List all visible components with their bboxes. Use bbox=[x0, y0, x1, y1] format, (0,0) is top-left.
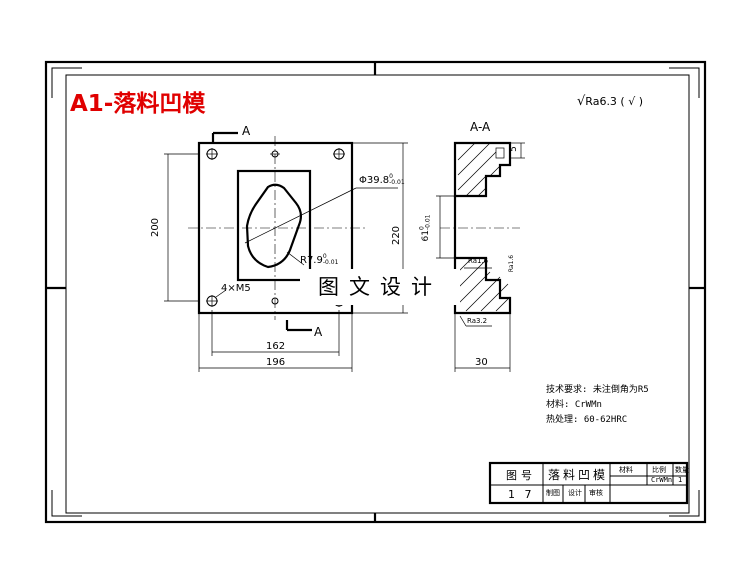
dim-radius-tol-upper: 0 bbox=[322, 253, 327, 260]
surface-finish-text: Ra6.3 ( √ ) bbox=[585, 95, 644, 108]
note-line: 材料: CrWMn bbox=[546, 400, 602, 410]
title-block-grid bbox=[488, 461, 689, 505]
dim-61-value: 61 bbox=[420, 230, 431, 242]
dim-30: 30 bbox=[475, 357, 488, 368]
dim-screws: 4×M5 bbox=[221, 283, 251, 294]
tb-design-label: 设计 bbox=[568, 489, 582, 497]
dim-196: 196 bbox=[266, 357, 286, 368]
tb-material-label: 材料 bbox=[619, 466, 633, 474]
dim-162: 162 bbox=[266, 341, 286, 352]
section-mark-bottom: A bbox=[314, 325, 323, 339]
dim-hole-tol-upper: 0 bbox=[389, 173, 393, 180]
dim-61: 61 0 -0.01 bbox=[418, 214, 432, 242]
dim-radius: R7.9 0 -0.01 bbox=[300, 253, 339, 267]
dim-61-tol-lower: -0.01 bbox=[424, 214, 432, 231]
note-line: 热处理: 60-62HRC bbox=[546, 415, 628, 425]
dim-200: 200 bbox=[150, 217, 162, 238]
corner-mark-bl bbox=[51, 490, 82, 517]
tb-drawing-no-label: 图号 bbox=[506, 469, 536, 482]
note-line: 技术要求: 未注倒角为R5 bbox=[546, 385, 649, 395]
dim-hole-tol-lower: -0.01 bbox=[389, 179, 405, 186]
roughness-ra16-side: Ra1.6 bbox=[508, 254, 516, 273]
drawing-title: A1-落料凹模 bbox=[70, 91, 206, 117]
tb-scale-label: 比例 bbox=[652, 466, 666, 474]
tb-drawing-no: 1 7 bbox=[508, 488, 535, 501]
roughness-ra32: Ra3.2 bbox=[467, 317, 488, 325]
corner-mark-tl bbox=[51, 67, 82, 98]
tb-qty-label: 数量 bbox=[675, 466, 689, 474]
dim-radius-value: R7.9 bbox=[300, 255, 323, 266]
tb-check-label: 审核 bbox=[589, 489, 603, 497]
dim-5: 5 bbox=[508, 146, 519, 152]
section-mark-top: A bbox=[242, 124, 251, 138]
dim-radius-tol-lower: -0.01 bbox=[322, 259, 339, 266]
tb-part-name: 落料凹模 bbox=[548, 468, 609, 482]
tb-material: CrWMn bbox=[651, 476, 673, 484]
dim-220: 220 bbox=[391, 225, 403, 246]
check-icon: √ bbox=[577, 94, 586, 109]
tb-qty: 1 bbox=[678, 476, 683, 484]
corner-mark-tr bbox=[669, 67, 700, 98]
dim-hole-diameter: Φ39.8 0 -0.01 bbox=[359, 173, 405, 187]
inner-border bbox=[65, 74, 690, 514]
front-view bbox=[164, 131, 408, 372]
tb-drawn-label: 制图 bbox=[546, 489, 560, 497]
watermark: 图文设计 bbox=[300, 269, 460, 305]
surface-finish-symbol: √Ra6.3 ( √ ) bbox=[577, 94, 643, 109]
roughness-ra16: Ra1.6 bbox=[468, 257, 489, 265]
technical-notes: 技术要求: 未注倒角为R5 材料: CrWMn 热处理: 60-62HRC bbox=[546, 383, 649, 428]
corner-mark-br bbox=[669, 490, 700, 517]
dim-hole-diameter-value: Φ39.8 bbox=[359, 175, 390, 186]
section-label: A-A bbox=[470, 120, 491, 134]
section-view bbox=[436, 141, 525, 372]
